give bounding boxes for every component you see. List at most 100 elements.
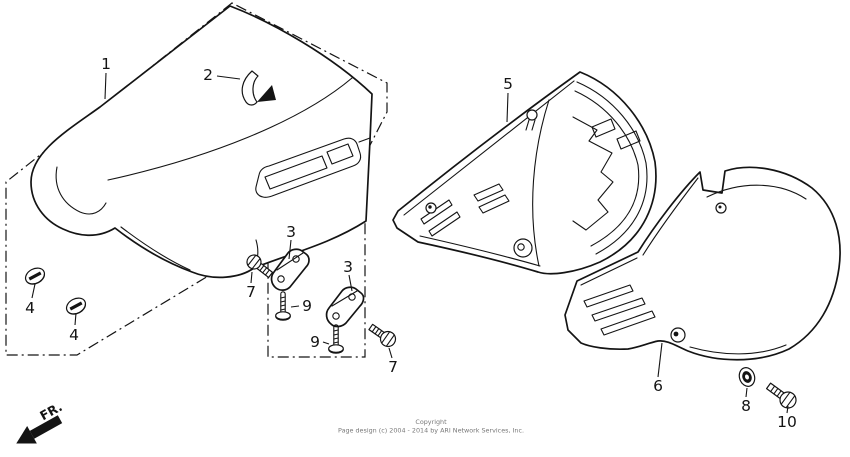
seat-emblem-slot-2 (326, 143, 354, 165)
callout-7a[interactable]: 7 (246, 283, 256, 301)
group-boundary-line (5, 2, 388, 358)
side-cover-left (392, 71, 657, 275)
leader-line-7a (250, 271, 253, 284)
cover5-rim-outer (576, 81, 648, 255)
callout-3a[interactable]: 3 (286, 223, 296, 241)
leader-line-4b (74, 312, 77, 326)
callout-4a[interactable]: 4 (25, 299, 35, 317)
thumb-screw-4b-slot (69, 301, 83, 311)
bolt-7a (246, 254, 274, 279)
cover6-hook-hole-center (718, 205, 722, 209)
cover5-rim-inner (574, 90, 640, 247)
screw-9b-threads (333, 329, 339, 344)
bracket-a-hole-1 (292, 255, 300, 263)
leader-line-1 (104, 72, 107, 100)
callout-5[interactable]: 5 (503, 75, 513, 93)
cover5-boss-hole (517, 243, 525, 251)
cover5-tab-1 (591, 118, 616, 138)
callout-7b[interactable]: 7 (388, 358, 398, 376)
leader-line-10 (786, 405, 789, 414)
cover5-tab-2 (616, 130, 641, 150)
bolt-7a-head (246, 254, 262, 270)
leader-line-7b (388, 347, 393, 359)
screw-9b-flange-base (328, 348, 344, 354)
callout-9b[interactable]: 9 (310, 333, 320, 351)
screw-9a-threads (280, 296, 286, 311)
fr-label: FR. (37, 399, 65, 423)
bolt-7b-hex (381, 331, 395, 347)
screw-9b (328, 324, 344, 354)
callout-3b[interactable]: 3 (343, 258, 353, 276)
cover6-top-lip (706, 184, 807, 200)
cover5-bottom-rim (419, 235, 541, 267)
cover6-outline (564, 166, 841, 361)
bolt-7b-threads (371, 326, 383, 337)
fr-arrow-head-icon (16, 426, 37, 444)
thumb-screw-4a (24, 267, 46, 285)
bracket-a-bend-line (276, 252, 304, 271)
cover5-inner-structure (572, 116, 614, 231)
leader-line-6 (657, 342, 663, 378)
screw-9a-flange-base (275, 315, 291, 321)
footer-copyright-line1: Copyright (415, 418, 447, 426)
callout-2[interactable]: 2 (203, 66, 213, 84)
leader-line-4a (31, 283, 36, 299)
seat-emblem-border (255, 137, 362, 198)
bracket-b-hole-2 (332, 312, 340, 320)
leader-line-3b (348, 274, 353, 292)
cover6-tab-lip (580, 257, 638, 286)
seat-nose-fold (55, 166, 107, 215)
cover5-clip-2 (478, 194, 510, 214)
cover6-front-lip (642, 177, 699, 256)
callout-8[interactable]: 8 (741, 397, 751, 415)
cover5-vent-slot-2 (428, 211, 461, 237)
seat-outline (30, 5, 373, 279)
seat-top-seam (107, 77, 353, 181)
seat-emblem (255, 137, 362, 198)
leader-line-8 (745, 387, 748, 398)
thumb-screw-4a-slot (28, 271, 42, 281)
seat-strap-tip (257, 85, 276, 102)
screw-9b-flange (328, 344, 344, 354)
cover5-outline (392, 71, 657, 275)
callout-4b[interactable]: 4 (69, 326, 79, 344)
callout-6[interactable]: 6 (653, 377, 663, 395)
washer-8 (738, 367, 756, 387)
bolt-10 (765, 382, 797, 409)
washer-8-hole (745, 374, 749, 380)
seat-strap (241, 70, 276, 106)
cover6-vent-slot-3 (600, 310, 656, 336)
bolt-10-head (779, 391, 797, 409)
bracket-b-hole-1 (348, 293, 356, 301)
bolt-7b (368, 323, 397, 348)
cover5-stud-stem (525, 119, 536, 131)
cover5-vent-slot-1 (420, 199, 453, 225)
cover6-vent-slot-2 (591, 297, 646, 322)
seat-side-step-line (358, 137, 371, 143)
cover6-bottom-lip (689, 344, 787, 355)
seat-emblem-slot-1 (264, 155, 328, 190)
bolt-10-hex (780, 391, 796, 409)
cover5-edge-lip (403, 80, 575, 216)
leader-line-9b (322, 341, 330, 345)
screw-9a (275, 291, 291, 321)
leader-line-2 (216, 75, 241, 80)
bolt-7a-threads (259, 265, 270, 276)
leader-line-3a (288, 239, 292, 260)
cover5-front-boss-hole (428, 205, 432, 209)
cover6-grommet-hole (673, 331, 679, 337)
cover5-clip-1 (473, 183, 504, 202)
cover5-center-contour (532, 99, 550, 267)
thumb-screw-4a-skirt (27, 273, 45, 285)
seat (30, 5, 373, 279)
thumb-screw-4b-skirt (68, 303, 86, 315)
bolt-10-threads (770, 385, 782, 397)
callout-10[interactable]: 10 (777, 413, 797, 431)
bolt-7b-head (379, 330, 397, 348)
side-cover-right (564, 166, 841, 361)
callout-1[interactable]: 1 (101, 55, 111, 73)
callout-9a[interactable]: 9 (302, 297, 312, 315)
fr-direction-indicator: FR. (16, 399, 65, 444)
leader-line-5 (506, 92, 509, 123)
